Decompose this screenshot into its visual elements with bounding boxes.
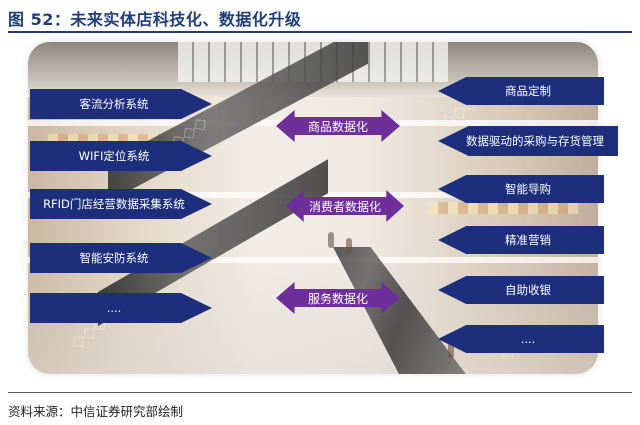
shop-lights <box>428 202 578 214</box>
figure-title: 图 52：未来实体店科技化、数据化升级 <box>8 10 302 29</box>
right-arrow-product-customization: 商品定制 <box>438 77 604 105</box>
right-arrow-data-driven-procurement: 数据驱动的采购与存货管理 <box>438 126 618 156</box>
floor-band <box>28 257 598 263</box>
shopper <box>346 238 352 254</box>
left-arrow-wifi-positioning: WIFI定位系统 <box>30 141 212 171</box>
title-divider <box>8 31 632 33</box>
right-arrow-smart-guide: 智能导购 <box>438 175 604 203</box>
right-arrow-self-checkout: 自助收银 <box>438 276 604 304</box>
shopper <box>328 232 334 248</box>
escalator <box>333 247 468 374</box>
left-arrow-traffic-analysis: 客流分析系统 <box>30 89 212 119</box>
left-arrow-smart-security: 智能安防系统 <box>30 243 212 273</box>
left-arrow-more: .... <box>30 293 212 323</box>
source-note: 资料来源：中信证券研究部绘制 <box>8 404 184 419</box>
shopper <box>448 342 454 358</box>
left-arrow-rfid-collection: RFID门店经营数据采集系统 <box>30 189 212 219</box>
source-divider <box>8 392 632 393</box>
right-arrow-precision-marketing: 精准营销 <box>438 226 604 254</box>
right-arrow-more: .... <box>438 325 604 353</box>
